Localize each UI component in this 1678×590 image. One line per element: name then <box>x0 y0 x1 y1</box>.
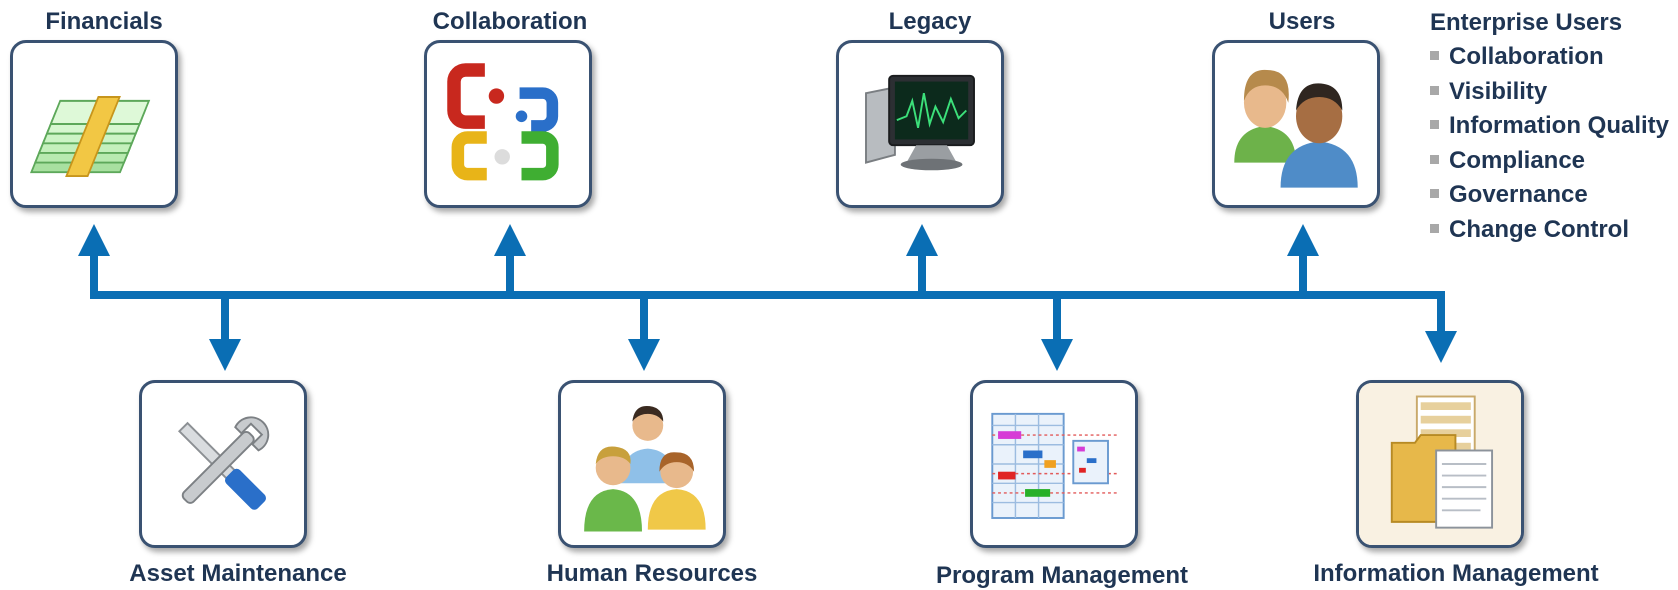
enterprise-users-title: Enterprise Users <box>1430 9 1623 36</box>
label-financials: Financials <box>45 8 163 35</box>
tile-human-resources[interactable] <box>558 380 726 548</box>
bullet-icon <box>1430 154 1439 164</box>
label-users: Users <box>1268 8 1336 35</box>
documents-folder-icon <box>1359 383 1521 545</box>
list-item: Change Control <box>1430 213 1669 248</box>
enterprise-users-list: Collaboration Visibility Information Qua… <box>1430 40 1669 247</box>
label-legacy: Legacy <box>888 8 972 35</box>
bullet-icon <box>1430 189 1439 199</box>
office-suite-icon <box>447 63 559 181</box>
list-item: Collaboration <box>1430 40 1669 75</box>
users-icon <box>1234 69 1358 188</box>
enterprise-users-panel: Enterprise Users Collaboration Visibilit… <box>1430 6 1669 247</box>
tile-information-management[interactable] <box>1356 380 1524 548</box>
label-information-management: Information Management <box>1313 560 1599 587</box>
label-collaboration: Collaboration <box>432 8 588 35</box>
people-group-icon <box>584 405 706 532</box>
list-item: Compliance <box>1430 144 1669 179</box>
list-item: Visibility <box>1430 75 1669 110</box>
tile-users[interactable] <box>1212 40 1380 208</box>
money-stack-icon <box>29 96 151 178</box>
list-item: Information Quality <box>1430 109 1669 144</box>
label-human-resources: Human Resources <box>546 560 758 587</box>
tile-program-management[interactable] <box>970 380 1138 548</box>
list-item: Governance <box>1430 178 1669 213</box>
tools-icon <box>177 416 270 510</box>
computer-monitor-icon <box>865 74 975 171</box>
tile-legacy[interactable] <box>836 40 1004 208</box>
bullet-icon <box>1430 223 1439 233</box>
gantt-chart-icon <box>991 412 1118 519</box>
bullet-icon <box>1430 85 1439 95</box>
bullet-icon <box>1430 120 1439 130</box>
label-asset-maintenance: Asset Maintenance <box>129 560 347 587</box>
label-program-management: Program Management <box>935 562 1189 589</box>
tile-financials[interactable] <box>10 40 178 208</box>
bullet-icon <box>1430 51 1439 61</box>
tile-asset-maintenance[interactable] <box>139 380 307 548</box>
tile-collaboration[interactable] <box>424 40 592 208</box>
